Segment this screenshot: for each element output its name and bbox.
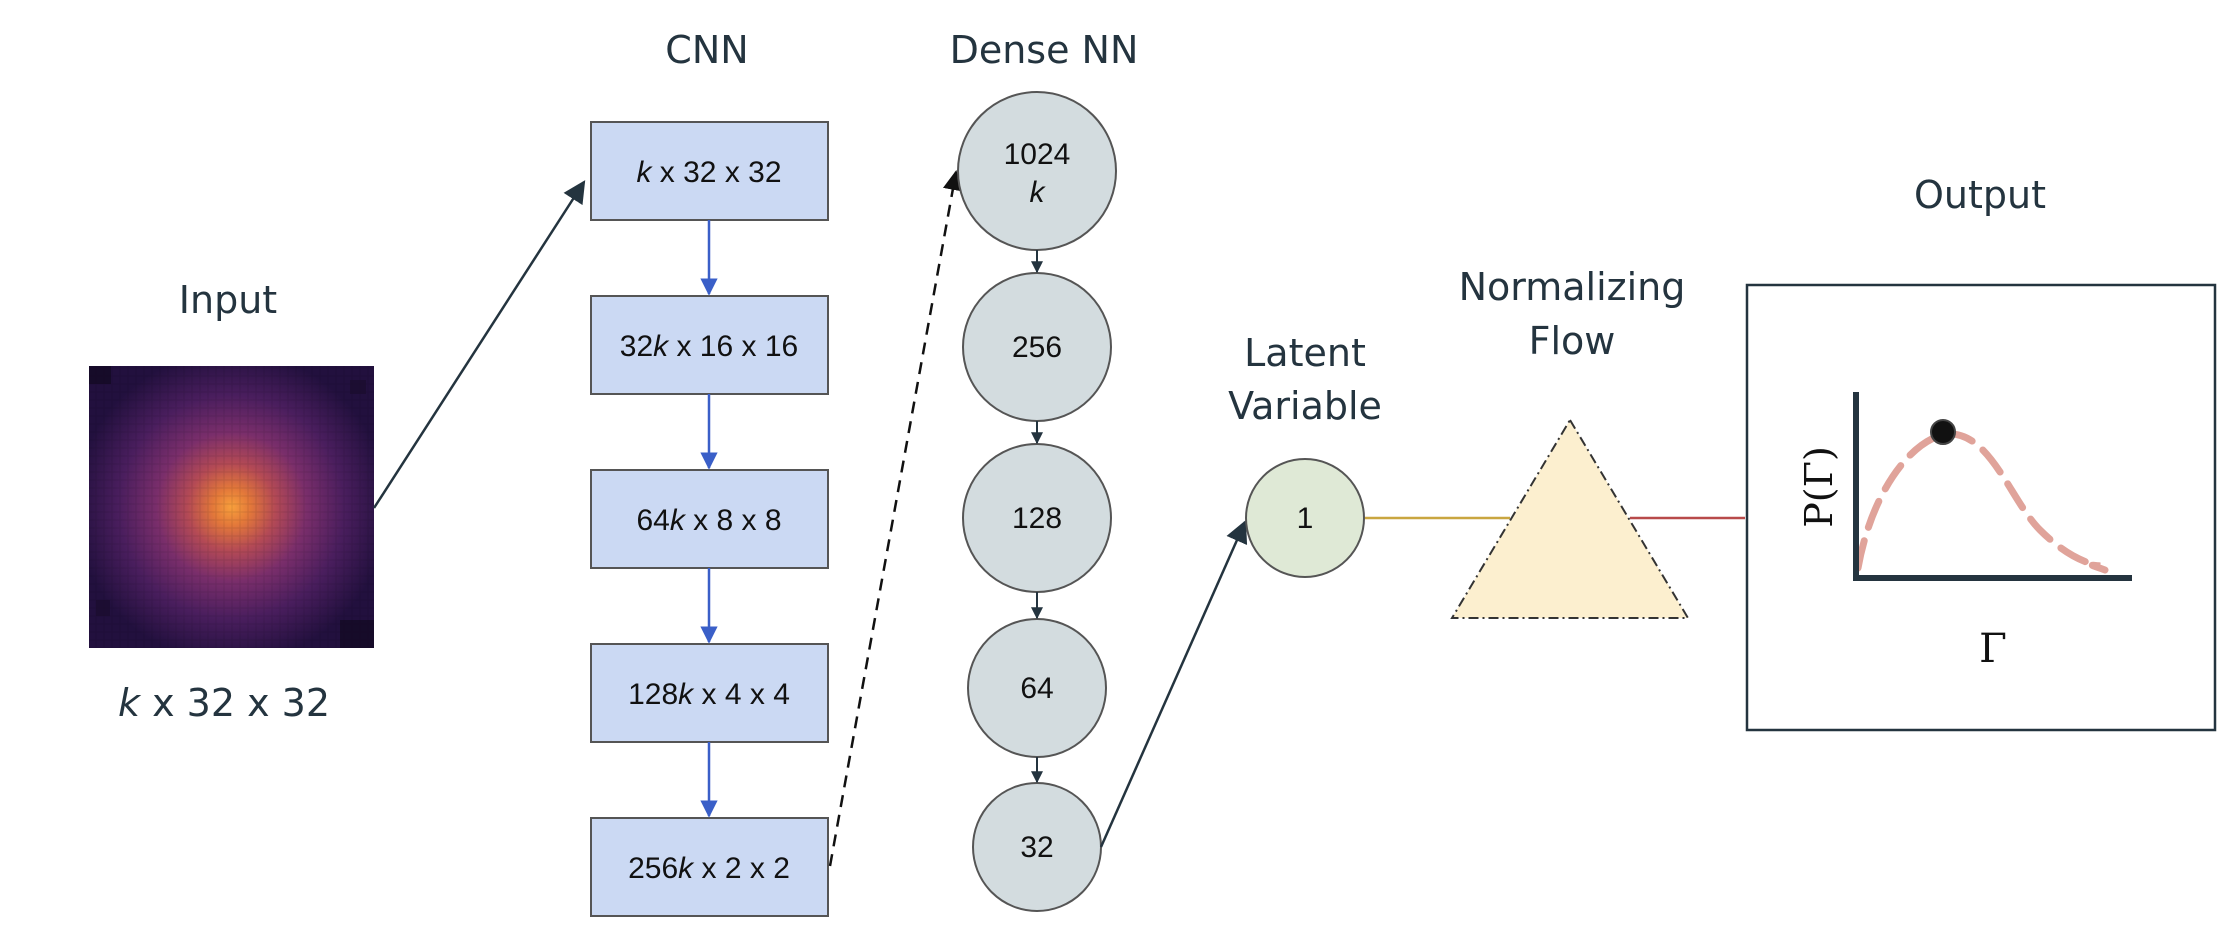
output-curve [1854,430,2109,574]
heading-latent-line1: Latent [1244,331,1366,375]
input-caption: k x 32 x 32 [118,681,330,725]
cnn-to-dense-dashed-arrow [828,170,963,867]
cnn-layer-1: k x 32 x 32 [590,121,829,221]
dense-node-64-label: 64 [1020,672,1053,705]
cnn-layer-5-label: 256k x 2 x 2 [628,852,790,885]
heading-cnn: CNN [665,28,748,72]
cnn-layer-2-label: 32k x 16 x 16 [620,330,798,363]
dense-node-1024-label: 1024 [1004,138,1071,171]
heading-flow-line1: Normalizing [1459,265,1686,309]
output-box [1745,283,2217,732]
heading-output: Output [1914,173,2046,217]
dense-node-256-label: 256 [1012,331,1062,364]
heading-flow-line2: Flow [1529,319,1616,363]
output-ylabel: P(Γ) [1797,446,1841,528]
input-image [89,366,374,648]
cnn-layer-3: 64k x 8 x 8 [590,469,829,569]
dense-node-32: 32 [972,782,1102,912]
dense-node-32-label: 32 [1020,831,1053,864]
dense-node-1024: 1024 k [957,91,1117,251]
heading-dense-nn: Dense NN [950,28,1139,72]
dense-node-1024-k: k [1030,176,1047,209]
dense-node-128-label: 128 [1012,502,1062,535]
cnn-layer-5: 256k x 2 x 2 [590,817,829,917]
dense-node-128: 128 [962,443,1112,593]
dot-marker-icon [1930,419,1956,445]
latent-node: 1 [1245,458,1365,578]
dense-to-latent-arrow [1099,519,1248,848]
cnn-layer-2: 32k x 16 x 16 [590,295,829,395]
output-plot: P(Γ) Γ [1797,392,2132,672]
input-caption-k: k [118,681,142,725]
cnn-layer-4-label: 128k x 4 x 4 [628,678,790,711]
normalizing-flow-triangle [1450,418,1690,619]
dense-node-64: 64 [967,618,1107,758]
input-caption-dims: x 32 x 32 [140,681,330,725]
input-to-cnn-arrow [372,180,586,509]
cnn-layer-4: 128k x 4 x 4 [590,643,829,743]
heading-latent-line2: Variable [1228,384,1382,428]
output-xlabel: Γ [1979,626,2007,672]
dense-node-256: 256 [962,272,1112,422]
cnn-layer-1-label: k x 32 x 32 [636,156,781,189]
cnn-layer-3-label: 64k x 8 x 8 [636,504,781,537]
latent-node-label: 1 [1297,502,1314,535]
heading-input: Input [179,278,277,322]
